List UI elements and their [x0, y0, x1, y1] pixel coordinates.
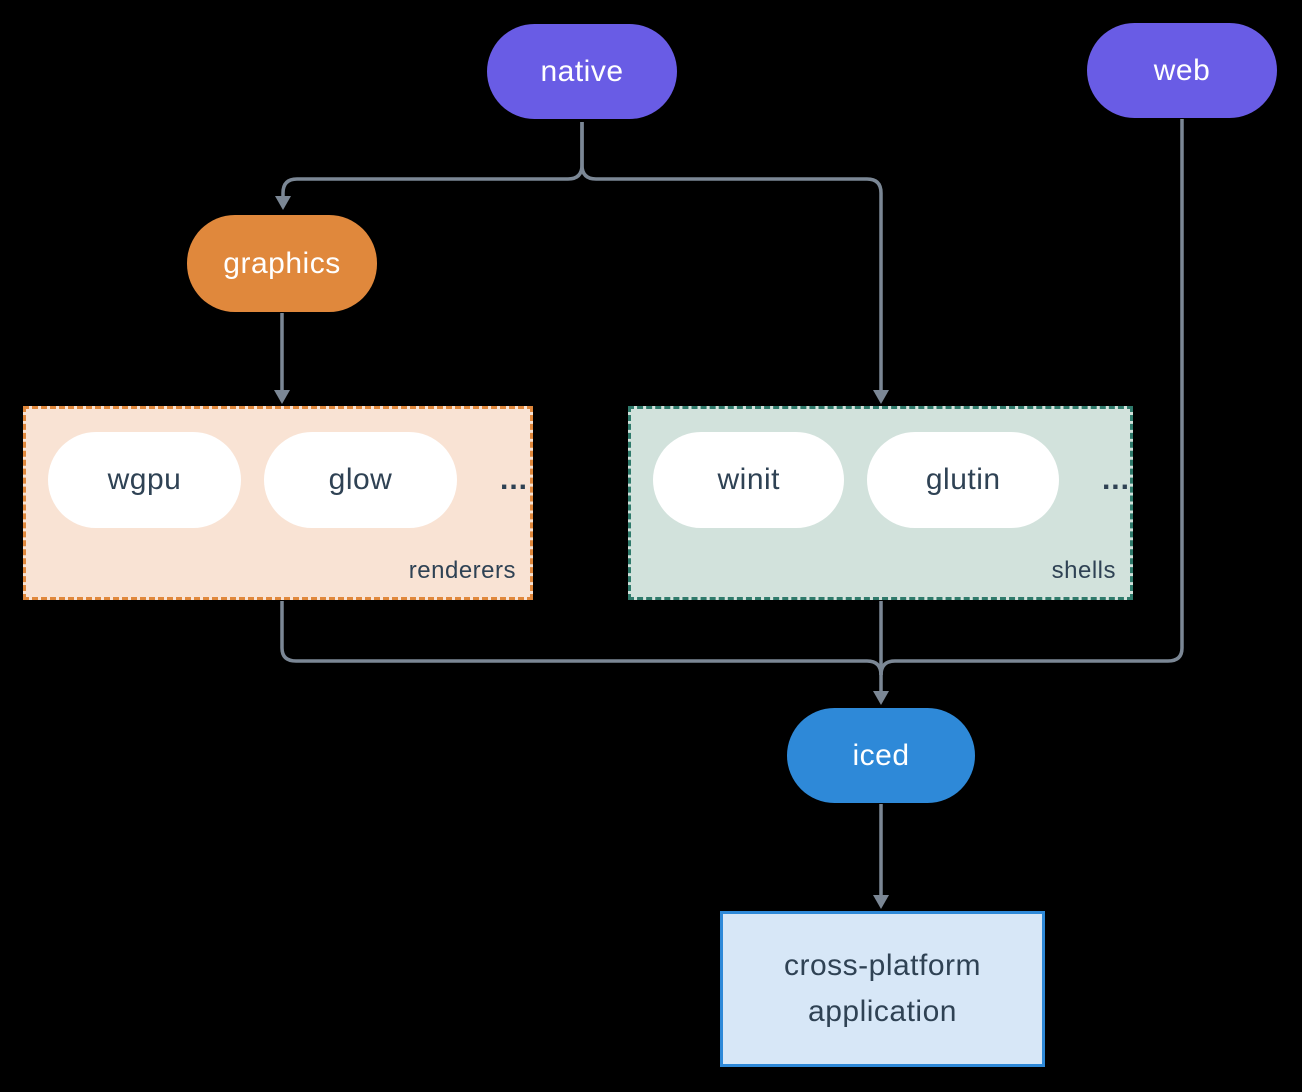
group-renderers-label: renderers: [408, 557, 516, 584]
group-shells-label: shells: [1051, 557, 1116, 584]
node-glow: glow: [264, 432, 457, 528]
edge-native-shells: [580, 122, 883, 392]
node-wgpu-label: wgpu: [107, 463, 182, 496]
edge-native-graphics: [281, 122, 584, 196]
renderers-ellipsis: ...: [500, 463, 529, 496]
node-app-label: cross-platform application: [783, 949, 982, 1028]
group-renderers-items: wgpu glow ...: [26, 409, 530, 528]
node-native-label: native: [540, 54, 624, 88]
node-iced: iced: [787, 708, 975, 803]
node-web-label: web: [1153, 53, 1211, 87]
node-graphics-label: graphics: [223, 246, 341, 280]
node-iced-label: iced: [852, 738, 910, 772]
edge-renderers-iced: [280, 601, 883, 676]
node-wgpu: wgpu: [48, 432, 241, 528]
node-glow-label: glow: [328, 463, 393, 496]
arrowhead-to-app: [873, 895, 889, 909]
node-native: native: [487, 24, 677, 119]
arrowhead-to-shells: [873, 390, 889, 404]
group-renderers: wgpu glow ... renderers: [23, 406, 533, 600]
arrowhead-to-renderers: [274, 390, 290, 404]
arrowhead-to-iced: [873, 691, 889, 705]
node-cross-platform-application: cross-platform application: [720, 911, 1045, 1067]
group-shells-items: winit glutin ...: [631, 409, 1130, 528]
node-glutin: glutin: [867, 432, 1059, 528]
group-shells: winit glutin ... shells: [628, 406, 1133, 600]
node-graphics: graphics: [187, 215, 377, 312]
node-winit-label: winit: [717, 463, 780, 496]
node-glutin-label: glutin: [925, 463, 1001, 496]
node-winit: winit: [653, 432, 845, 528]
node-web: web: [1087, 23, 1277, 118]
arrowhead-to-graphics: [275, 196, 291, 210]
shells-ellipsis: ...: [1101, 463, 1130, 496]
